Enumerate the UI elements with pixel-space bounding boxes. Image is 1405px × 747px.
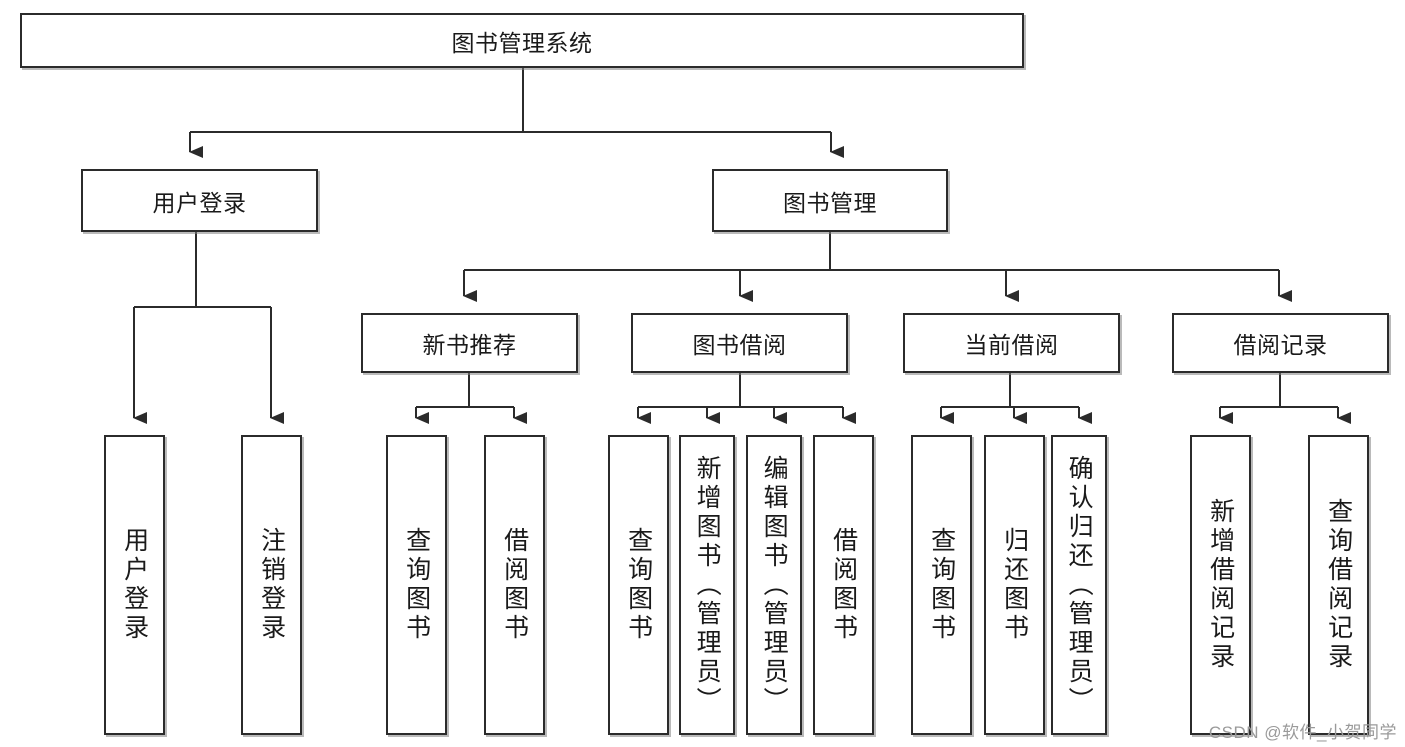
node-leaf-borrow-book-b[interactable]: 借阅图书 — [813, 435, 874, 735]
node-borrow-record[interactable]: 借阅记录 — [1172, 313, 1389, 373]
node-leaf-user-login[interactable]: 用户登录 — [104, 435, 165, 735]
node-leaf-user-logout[interactable]: 注销登录 — [241, 435, 302, 735]
node-user-login[interactable]: 用户登录 — [81, 169, 318, 232]
node-root[interactable]: 图书管理系统 — [20, 13, 1024, 68]
node-leaf-borrow-book-a-label: 借阅图书 — [500, 527, 529, 643]
node-leaf-add-book-label: 新增图书（管理员） — [693, 454, 722, 716]
node-leaf-query-book-b-label: 查询图书 — [624, 527, 653, 643]
node-leaf-add-book[interactable]: 新增图书（管理员） — [679, 435, 735, 735]
node-leaf-confirm-return-label: 确认归还（管理员） — [1065, 454, 1094, 716]
node-current-borrow[interactable]: 当前借阅 — [903, 313, 1120, 373]
node-leaf-edit-book[interactable]: 编辑图书（管理员） — [746, 435, 802, 735]
node-current-borrow-label: 当前借阅 — [964, 332, 1059, 358]
node-leaf-query-book-c[interactable]: 查询图书 — [911, 435, 972, 735]
node-book-borrow[interactable]: 图书借阅 — [631, 313, 848, 373]
node-leaf-user-login-label: 用户登录 — [120, 527, 149, 643]
node-leaf-return-book-label: 归还图书 — [1000, 527, 1029, 643]
node-new-book-rec-label: 新书推荐 — [422, 332, 517, 358]
node-leaf-query-record[interactable]: 查询借阅记录 — [1308, 435, 1369, 735]
csdn-watermark: CSDN @软件_小贺同学 — [1208, 723, 1397, 742]
node-root-label: 图书管理系统 — [451, 29, 593, 56]
node-leaf-borrow-book-a[interactable]: 借阅图书 — [484, 435, 545, 735]
node-book-borrow-label: 图书借阅 — [692, 332, 787, 358]
node-leaf-edit-book-label: 编辑图书（管理员） — [760, 454, 789, 716]
node-leaf-query-record-label: 查询借阅记录 — [1324, 498, 1353, 672]
node-leaf-return-book[interactable]: 归还图书 — [984, 435, 1045, 735]
node-borrow-record-label: 借阅记录 — [1233, 332, 1328, 358]
node-leaf-query-book-a-label: 查询图书 — [402, 527, 431, 643]
node-new-book-rec[interactable]: 新书推荐 — [361, 313, 578, 373]
node-leaf-confirm-return[interactable]: 确认归还（管理员） — [1051, 435, 1107, 735]
node-leaf-add-record[interactable]: 新增借阅记录 — [1190, 435, 1251, 735]
node-leaf-query-book-b[interactable]: 查询图书 — [608, 435, 669, 735]
node-user-login-label: 用户登录 — [152, 189, 247, 216]
node-leaf-query-book-c-label: 查询图书 — [927, 527, 956, 643]
node-leaf-add-record-label: 新增借阅记录 — [1206, 498, 1235, 672]
node-leaf-user-logout-label: 注销登录 — [257, 527, 286, 643]
node-leaf-query-book-a[interactable]: 查询图书 — [386, 435, 447, 735]
node-leaf-borrow-book-b-label: 借阅图书 — [829, 527, 858, 643]
node-book-manage[interactable]: 图书管理 — [712, 169, 948, 232]
node-book-manage-label: 图书管理 — [783, 189, 877, 216]
